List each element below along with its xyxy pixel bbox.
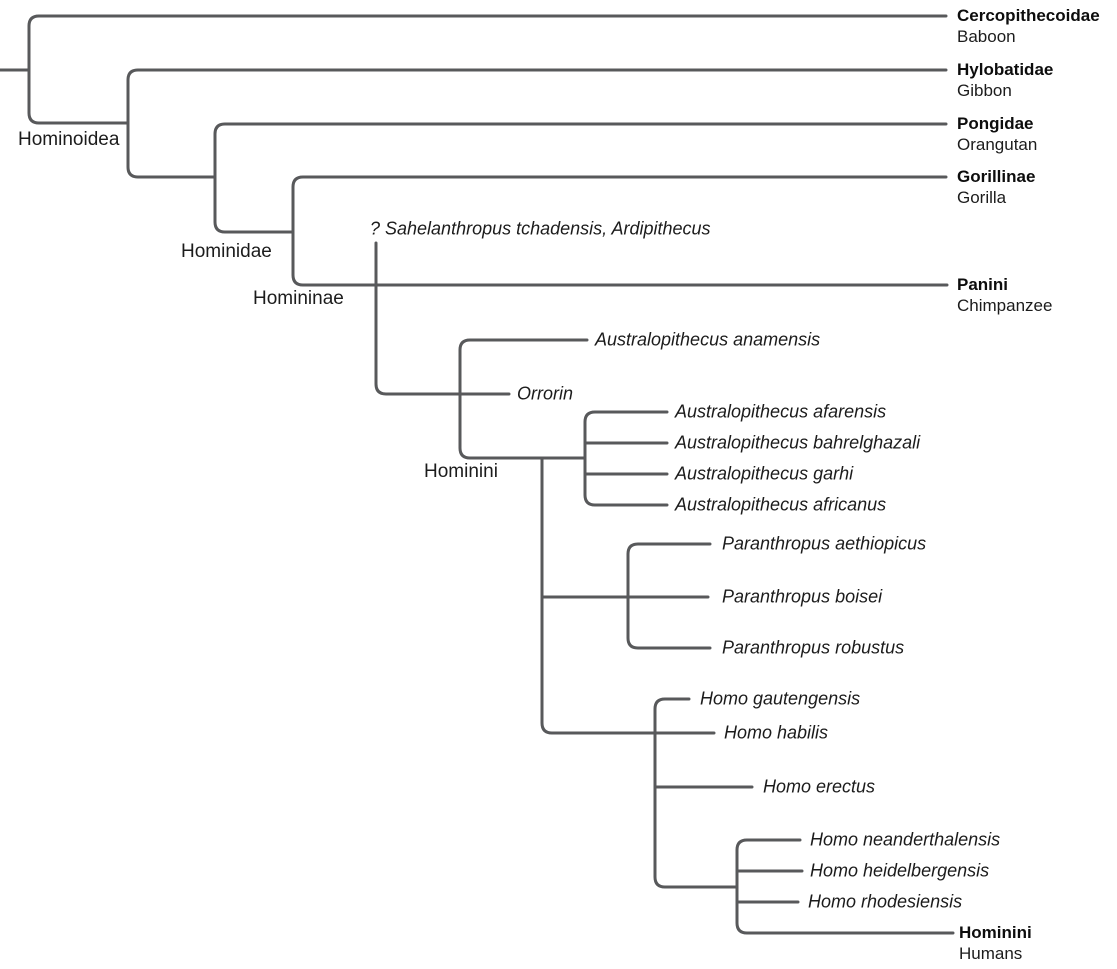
taxon-label-homo-heidelbergensis: Homo heidelbergensis [810, 860, 990, 881]
tip-name-hominini: Hominini [959, 923, 1032, 942]
tip-name-gorillinae: Gorillinae [957, 167, 1036, 186]
tip-name-pongidae: Pongidae [957, 114, 1034, 133]
clade-label-hominini: Hominini [424, 461, 498, 483]
tip-pongidae: Pongidae Orangutan [957, 113, 1037, 155]
taxon-label-homo-gautengensis: Homo gautengensis [700, 688, 861, 709]
tip-common-orangutan: Orangutan [957, 135, 1038, 154]
branch-anamensis-hominini-node [458, 338, 589, 460]
tip-name-cercopithecoidae: Cercopithecoidae [957, 6, 1100, 25]
clade-label-hominoidea: Hominoidea [18, 129, 120, 151]
taxon-label-orrorin: Orrorin [517, 383, 574, 404]
taxon-label-australopithecus-anamensis: Australopithecus anamensis [595, 329, 821, 350]
tip-cercopithecoidae: Cercopithecoidae Baboon [957, 5, 1100, 47]
taxon-label-australopithecus-garhi: Australopithecus garhi [675, 463, 854, 484]
branch-australopithecus-bracket [583, 410, 669, 507]
branch-main-stem-habilis [540, 456, 716, 735]
taxon-label-paranthropus-robustus: Paranthropus robustus [722, 637, 905, 658]
taxon-label-paranthropus-boisei: Paranthropus boisei [722, 586, 883, 607]
taxon-label-australopithecus-bahrelghazali: Australopithecus bahrelghazali [675, 432, 921, 453]
tip-common-gibbon: Gibbon [957, 81, 1012, 100]
tip-gorillinae: Gorillinae Gorilla [957, 166, 1035, 208]
taxon-label-homo-habilis: Homo habilis [724, 722, 829, 743]
tip-name-hylobatidae: Hylobatidae [957, 60, 1054, 79]
clade-label-hominidae: Hominidae [181, 241, 272, 263]
branch-gorillinae-panini [291, 175, 949, 287]
taxon-label-homo-neanderthalensis: Homo neanderthalensis [810, 829, 1001, 850]
tip-common-chimpanzee: Chimpanzee [957, 296, 1053, 315]
taxon-label-paranthropus-aethiopicus: Paranthropus aethiopicus [722, 533, 927, 554]
branch-pongidae [213, 122, 948, 234]
tip-name-panini: Panini [957, 275, 1009, 294]
branch-paranthropus-bracket [626, 542, 712, 650]
tip-common-gorilla: Gorilla [957, 188, 1007, 207]
clade-label-homininae: Homininae [253, 288, 344, 310]
branch-cercopithecoidae [27, 14, 948, 125]
tip-hylobatidae: Hylobatidae Gibbon [957, 59, 1053, 101]
branch-homo-bracket [653, 697, 739, 889]
tip-common-humans: Humans [959, 944, 1023, 963]
tip-common-baboon: Baboon [957, 27, 1016, 46]
branch-late-homo-bracket-humans [735, 838, 955, 935]
taxon-label-homo-rhodesiensis: Homo rhodesiensis [808, 891, 963, 912]
taxon-label-homo-erectus: Homo erectus [763, 776, 876, 797]
tip-panini: Panini Chimpanzee [957, 274, 1052, 316]
taxon-label-australopithecus-afarensis: Australopithecus afarensis [675, 401, 887, 422]
taxon-label-australopithecus-africanus: Australopithecus africanus [675, 494, 887, 515]
branch-hylobatidae [126, 68, 948, 179]
taxon-label-sahelanthropus-ardipithecus: ? Sahelanthropus tchadensis, Ardipithecu… [370, 218, 711, 239]
branch-sahelanthropus-stem-orrorin [374, 241, 511, 396]
tip-hominini-humans: Hominini Humans [959, 922, 1032, 964]
